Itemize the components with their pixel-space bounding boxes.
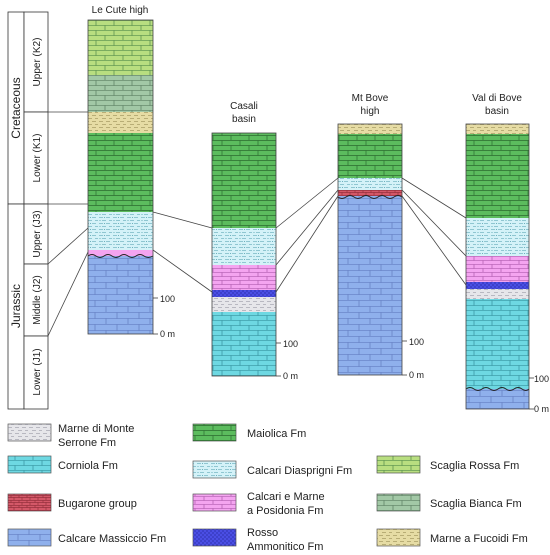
legend-item: Maiolica Fm [192,423,306,442]
layer-pattern [338,190,402,196]
legend-item: Calcari Diasprigni Fm [192,460,352,479]
epoch-j3-label: Upper (J3) [32,210,43,257]
layer-pattern [88,20,153,75]
correlation-line [401,177,467,219]
layer-pattern [466,134,529,218]
scale-label-0m: 0 m [283,371,298,381]
legend-label: Scaglia Rossa Fm [430,460,519,472]
scale-bar [402,340,407,376]
epoch-k2-label: Upper (K2) [32,38,43,87]
legend-item: Scaglia Bianca Fm [376,493,522,512]
timescale-tie-line [47,227,89,265]
correlation-line [152,211,213,229]
legend-label-line2: a Posidonia Fm [247,505,323,517]
legend-item: Corniola Fm [7,455,118,474]
legend-item: Calcari e Marne a Posidonia Fm [192,491,325,517]
column-val-di-bove-basin: Val di Bove basin 100 0 m [465,93,549,414]
unconformity-line [87,254,154,258]
column-title-line2: basin [485,106,509,117]
legend-label: Marne a Fucoidi Fm [430,533,528,545]
correlation-line [401,189,467,257]
correlation-line [275,177,339,229]
column-le-cute-high: Le Cute high 100 0 m [87,5,175,339]
scale-label-0m: 0 m [534,404,549,414]
correlation-line [401,195,467,286]
layer-pattern [212,290,276,297]
column-title: Le Cute high [92,5,149,16]
layer-pattern [212,312,276,376]
correlation-line [275,195,339,293]
scale-label-0m: 0 m [409,370,424,380]
layer-pattern [466,299,529,389]
layer-pattern [338,134,402,178]
timescale-tie-line [47,251,89,337]
legend-label: Maiolica Fm [247,428,306,440]
legend-label-line1: Marne di Monte [58,423,134,435]
period-jurassic-label: Jurassic [9,284,23,328]
layer-pattern [466,124,529,134]
legend-label: Scaglia Bianca Fm [430,498,522,510]
scale-bar [276,342,281,377]
layer-pattern [88,256,153,334]
column-mt-bove-high: Mt Bove high 100 0 m [337,93,424,380]
legend-item: Marne di Monte Serrone Fm [7,423,134,449]
layer-pattern [88,212,153,250]
scale-label-100: 100 [409,337,424,347]
correlation-line [152,249,213,293]
legend-item: Scaglia Rossa Fm [376,455,519,474]
layer-pattern [338,178,402,190]
legend-label-line1: Rosso [247,527,278,539]
period-cretaceous-label: Cretaceous [9,77,23,138]
unconformity-line [465,387,530,391]
epoch-j1-label: Lower (J1) [32,348,43,395]
column-title-line1: Val di Bove [472,93,522,104]
legend-label-line1: Calcari e Marne [247,491,325,503]
layer-pattern [466,389,529,409]
layer-pattern [338,196,402,375]
legend-label-line2: Serrone Fm [58,437,116,449]
layer-pattern [466,282,529,289]
scale-label-100: 100 [534,374,549,384]
legend-label: Corniola Fm [58,460,118,472]
unconformity-line [337,195,403,199]
legend-item: Bugarone group [7,493,137,512]
scale-label-100: 100 [283,339,298,349]
layer-pattern [88,133,153,212]
legend: Marne di Monte Serrone Fm Corniola Fm Bu… [7,423,528,553]
scale-label-0m: 0 m [160,329,175,339]
legend-label: Calcare Massiccio Fm [58,533,166,545]
layer-pattern [466,256,529,282]
layer-pattern [212,265,276,290]
correlation-line [275,189,339,266]
column-casali-basin: Casali basin 100 0 m [211,101,298,381]
correlation-lines [47,111,467,337]
column-title-line2: basin [232,114,256,125]
layer-pattern [88,112,153,133]
legend-item: Rosso Ammonitico Fm [192,527,323,553]
layer-pattern [88,75,153,112]
epoch-j2-label: Middle (J2) [32,275,43,324]
layer-calcari-marne-posidonia [88,250,153,256]
legend-label: Calcari Diasprigni Fm [247,465,352,477]
layer-pattern [212,228,276,265]
layer-pattern [466,218,529,256]
epoch-k1-label: Lower (K1) [32,134,43,183]
layer-pattern [338,124,402,134]
layer-pattern [212,297,276,312]
scale-bar [529,377,534,410]
legend-item: Calcare Massiccio Fm [7,528,166,547]
legend-label-line2: Ammonitico Fm [247,541,323,553]
scale-bar [153,297,158,335]
layer-pattern [466,289,529,299]
column-title-line1: Mt Bove [352,93,389,104]
column-title-line1: Casali [230,101,258,112]
legend-label: Bugarone group [58,498,137,510]
column-title-line2: high [361,106,380,117]
timescale: Cretaceous Jurassic Upper (K2) Lower (K1… [7,11,49,410]
layer-pattern [212,133,276,228]
scale-label-100: 100 [160,294,175,304]
legend-item: Marne a Fucoidi Fm [376,528,528,547]
